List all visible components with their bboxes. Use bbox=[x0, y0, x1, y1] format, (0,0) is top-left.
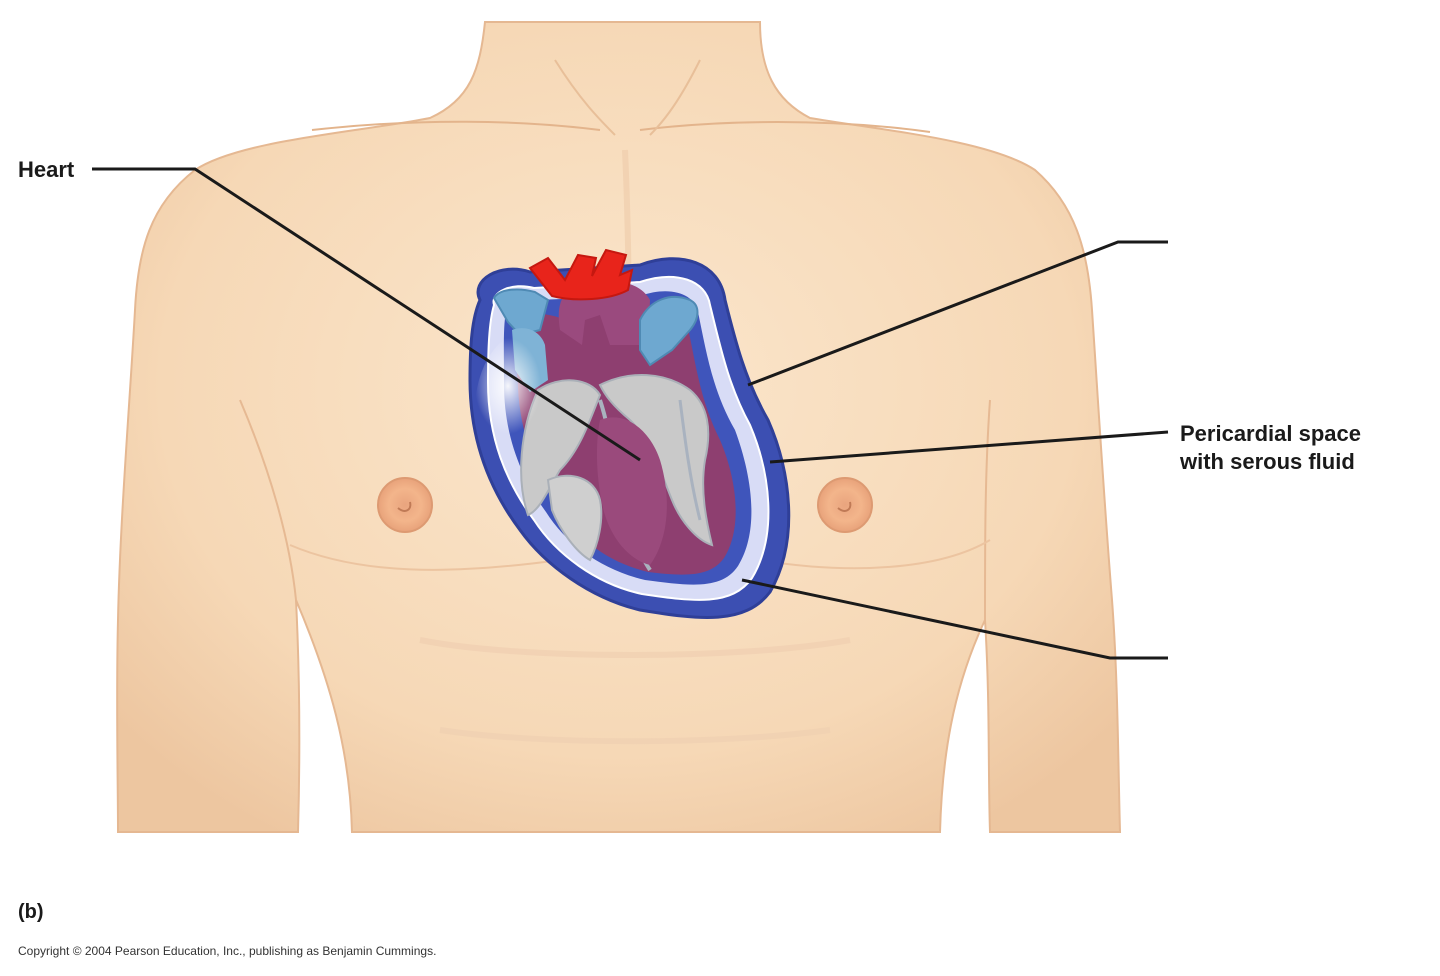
pectoral-line-right bbox=[759, 539, 991, 570]
nipple-right bbox=[817, 477, 873, 533]
arm-crease-left bbox=[239, 399, 297, 601]
neck-line-left bbox=[554, 59, 616, 136]
coronary-vessel-2 bbox=[678, 399, 702, 521]
leader-line-upper-right bbox=[747, 240, 1168, 387]
clavicle-right bbox=[639, 121, 931, 133]
pericardial-label-line-2: with serous fluid bbox=[1180, 449, 1355, 474]
leader-line-lower-right bbox=[741, 578, 1168, 660]
pericardium-gloss bbox=[475, 330, 585, 490]
abdomen-shading-2 bbox=[439, 727, 831, 745]
copyright-notice: Copyright © 2004 Pearson Education, Inc.… bbox=[18, 944, 437, 958]
pulmonary-trunk bbox=[639, 295, 699, 367]
neck-line-right bbox=[649, 59, 701, 136]
pericardial-space-label: Pericardial space with serous fluid bbox=[1180, 420, 1361, 476]
figure-part-label: (b) bbox=[18, 901, 44, 923]
leader-line-pericardial bbox=[769, 430, 1169, 464]
arm-crease-right bbox=[984, 399, 991, 621]
coronary-fat-apex bbox=[546, 474, 603, 562]
ventricle bbox=[596, 417, 667, 565]
pectoral-line-left bbox=[289, 544, 561, 571]
nipple-left bbox=[377, 477, 433, 533]
pericardial-label-line-1: Pericardial space bbox=[1180, 421, 1362, 446]
aortic-arch-branches bbox=[528, 248, 634, 301]
abdomen-shading bbox=[419, 637, 851, 658]
heart bbox=[468, 248, 791, 619]
clavicle-left bbox=[311, 120, 601, 131]
leader-line-heart bbox=[92, 167, 641, 462]
leader-lines bbox=[92, 167, 1169, 660]
heart-label: Heart bbox=[18, 157, 75, 182]
